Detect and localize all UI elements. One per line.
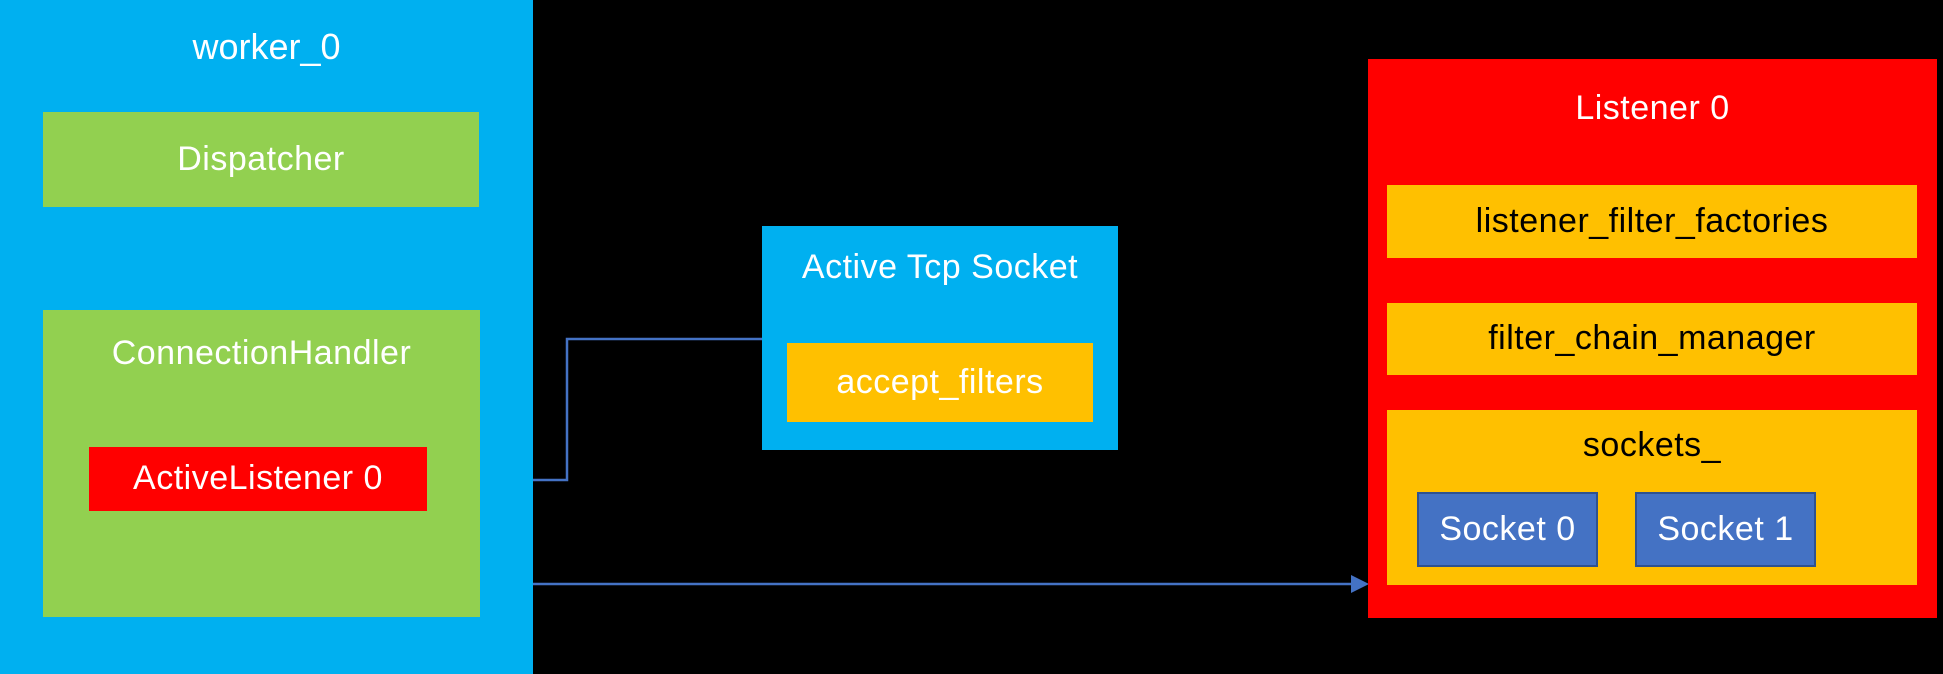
sockets-title: sockets_ (1582, 426, 1722, 464)
dispatcher-box: Dispatcher (43, 112, 479, 207)
active-listener-0-label: ActiveListener 0 (133, 459, 383, 498)
connection-handler-title: ConnectionHandler (111, 334, 412, 372)
connection-handler-box: ConnectionHandler ActiveListener 0 (43, 310, 480, 617)
dispatcher-label: Dispatcher (177, 139, 345, 178)
worker-0-box: worker_0 Dispatcher ConnectionHandler Ac… (0, 0, 533, 674)
socket-0-label: Socket 0 (1439, 509, 1576, 548)
accept-filters-label: accept_filters (836, 362, 1044, 401)
filter-chain-manager-label: filter_chain_manager (1488, 319, 1816, 358)
listener-filter-factories-box: listener_filter_factories (1387, 185, 1917, 258)
arrowhead-right-icon (1351, 575, 1369, 593)
active-tcp-socket-box: Active Tcp Socket accept_filters (762, 226, 1118, 450)
socket-0-box: Socket 0 (1417, 492, 1598, 567)
listener-0-box: Listener 0 listener_filter_factories fil… (1368, 59, 1937, 618)
worker-0-title: worker_0 (192, 26, 341, 67)
accept-filters-box: accept_filters (787, 343, 1093, 422)
filter-chain-manager-box: filter_chain_manager (1387, 303, 1917, 375)
listener-0-title: Listener 0 (1575, 89, 1730, 127)
sockets-box: sockets_ Socket 0 Socket 1 (1387, 410, 1917, 585)
socket-1-label: Socket 1 (1657, 509, 1794, 548)
active-listener-0-box: ActiveListener 0 (89, 447, 427, 511)
socket-1-box: Socket 1 (1635, 492, 1816, 567)
active-tcp-socket-title: Active Tcp Socket (801, 248, 1079, 286)
listener-filter-factories-label: listener_filter_factories (1475, 201, 1829, 240)
